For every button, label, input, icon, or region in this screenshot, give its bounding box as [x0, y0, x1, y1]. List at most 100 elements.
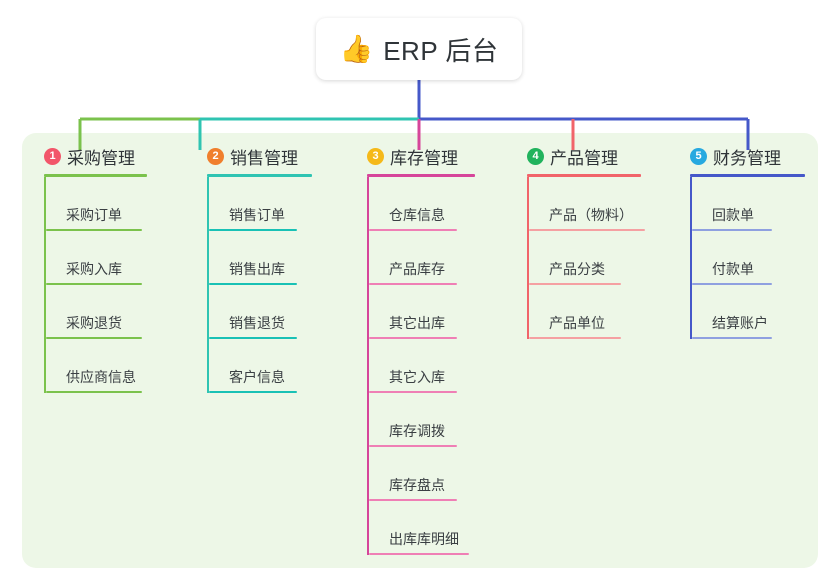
branch-item-label: 库存调拨 — [389, 423, 445, 439]
root-title: ERP 后台 — [383, 35, 499, 66]
branch-item[interactable]: 其它入库 — [367, 339, 479, 393]
branch-header-underline — [527, 174, 641, 177]
root-node[interactable]: 👍 ERP 后台 — [316, 18, 522, 80]
branch-item-underline — [369, 337, 457, 339]
branch-stem — [367, 177, 369, 555]
branch-item-underline — [369, 553, 469, 555]
branch-stem — [44, 177, 46, 393]
branch-header-1[interactable]: 1 采购管理 — [44, 143, 147, 169]
branch-items: 采购订单采购入库采购退货供应商信息 — [44, 177, 147, 393]
branch-number-badge: 3 — [367, 147, 384, 165]
branch-stem — [207, 177, 209, 393]
branch-item[interactable]: 出库库明细 — [367, 501, 491, 555]
branch-item[interactable]: 回款单 — [690, 177, 794, 231]
branch-item-label: 销售出库 — [229, 261, 285, 277]
branch-header-underline — [44, 174, 147, 177]
branch-item-label: 付款单 — [712, 261, 754, 277]
branch-item-underline — [369, 445, 457, 447]
branch-item-underline — [209, 337, 297, 339]
branch-item-underline — [209, 283, 297, 285]
branch-item-underline — [369, 229, 457, 231]
branch-item-underline — [529, 229, 645, 231]
branch-item[interactable]: 销售退货 — [207, 285, 319, 339]
branch-item-label: 出库库明细 — [389, 531, 459, 547]
branch-header-3[interactable]: 3 库存管理 — [367, 143, 475, 169]
branch-item-label: 采购订单 — [66, 207, 122, 223]
branch-header-underline — [690, 174, 805, 177]
branch-stem — [527, 177, 529, 339]
branch-item[interactable]: 库存盘点 — [367, 447, 479, 501]
branch-item-underline — [46, 337, 142, 339]
branch-title: 采购管理 — [67, 148, 135, 168]
branch-item-underline — [369, 499, 457, 501]
branch-number-badge: 5 — [690, 147, 707, 165]
branch-item-label: 产品库存 — [389, 261, 445, 277]
branch-item-underline — [692, 229, 772, 231]
branch-item-underline — [692, 337, 772, 339]
branch-item[interactable]: 库存调拨 — [367, 393, 479, 447]
branch-item-label: 其它出库 — [389, 315, 445, 331]
branch-title: 产品管理 — [550, 148, 618, 168]
branch-header-4[interactable]: 4 产品管理 — [527, 143, 641, 169]
branch-item-underline — [46, 283, 142, 285]
branch-item[interactable]: 结算账户 — [690, 285, 794, 339]
branch-column-3: 3 库存管理仓库信息产品库存其它出库其它入库库存调拨库存盘点出库库明细 — [367, 143, 475, 555]
branch-item[interactable]: 采购退货 — [44, 285, 164, 339]
branch-item[interactable]: 其它出库 — [367, 285, 479, 339]
branch-item-label: 供应商信息 — [66, 369, 136, 385]
branch-items: 产品（物料） 产品分类产品单位 — [527, 177, 645, 339]
branch-item-label: 仓库信息 — [389, 207, 445, 223]
branch-item-label: 结算账户 — [712, 315, 768, 331]
branch-title: 库存管理 — [390, 148, 458, 168]
branch-column-4: 4 产品管理产品（物料） 产品分类产品单位 — [527, 143, 645, 339]
branch-item[interactable]: 销售出库 — [207, 231, 319, 285]
branch-item[interactable]: 仓库信息 — [367, 177, 479, 231]
thumbs-up-icon: 👍 — [339, 33, 374, 64]
branch-item-underline — [46, 229, 142, 231]
branch-item[interactable]: 产品单位 — [527, 285, 643, 339]
branch-item-underline — [529, 283, 621, 285]
branch-title: 销售管理 — [230, 148, 298, 168]
branch-item[interactable]: 产品库存 — [367, 231, 479, 285]
branch-item-underline — [209, 229, 297, 231]
branch-header-2[interactable]: 2 销售管理 — [207, 143, 312, 169]
branch-item-label: 产品分类 — [549, 261, 605, 277]
branch-item[interactable]: 销售订单 — [207, 177, 319, 231]
branch-column-1: 1 采购管理采购订单采购入库采购退货供应商信息 — [44, 143, 147, 393]
branch-item-underline — [369, 391, 457, 393]
branch-item[interactable]: 产品（物料） — [527, 177, 667, 231]
branch-items: 销售订单销售出库销售退货客户信息 — [207, 177, 312, 393]
branch-item[interactable]: 客户信息 — [207, 339, 319, 393]
branch-item[interactable]: 产品分类 — [527, 231, 643, 285]
branch-number-badge: 2 — [207, 147, 224, 165]
branch-item[interactable]: 供应商信息 — [44, 339, 164, 393]
branch-item-label: 回款单 — [712, 207, 754, 223]
branch-item[interactable]: 付款单 — [690, 231, 794, 285]
branch-item-label: 库存盘点 — [389, 477, 445, 493]
branch-stem — [690, 177, 692, 339]
branch-item[interactable]: 采购订单 — [44, 177, 164, 231]
branch-item-underline — [209, 391, 297, 393]
branch-number-badge: 4 — [527, 147, 544, 165]
branch-item-label: 其它入库 — [389, 369, 445, 385]
branch-items: 仓库信息产品库存其它出库其它入库库存调拨库存盘点出库库明细 — [367, 177, 475, 555]
branch-item-label: 客户信息 — [229, 369, 285, 385]
branch-item-underline — [46, 391, 142, 393]
branch-header-underline — [207, 174, 312, 177]
branch-item-label: 产品（物料） — [549, 207, 633, 223]
branch-item-label: 销售订单 — [229, 207, 285, 223]
branch-item-label: 销售退货 — [229, 315, 285, 331]
branch-items: 回款单付款单结算账户 — [690, 177, 805, 339]
branch-column-2: 2 销售管理销售订单销售出库销售退货客户信息 — [207, 143, 312, 393]
branch-number-badge: 1 — [44, 147, 61, 165]
branch-item-label: 产品单位 — [549, 315, 605, 331]
branch-item-underline — [369, 283, 457, 285]
branch-item-label: 采购入库 — [66, 261, 122, 277]
branch-item-underline — [692, 283, 772, 285]
branch-item[interactable]: 采购入库 — [44, 231, 164, 285]
branch-item-label: 采购退货 — [66, 315, 122, 331]
